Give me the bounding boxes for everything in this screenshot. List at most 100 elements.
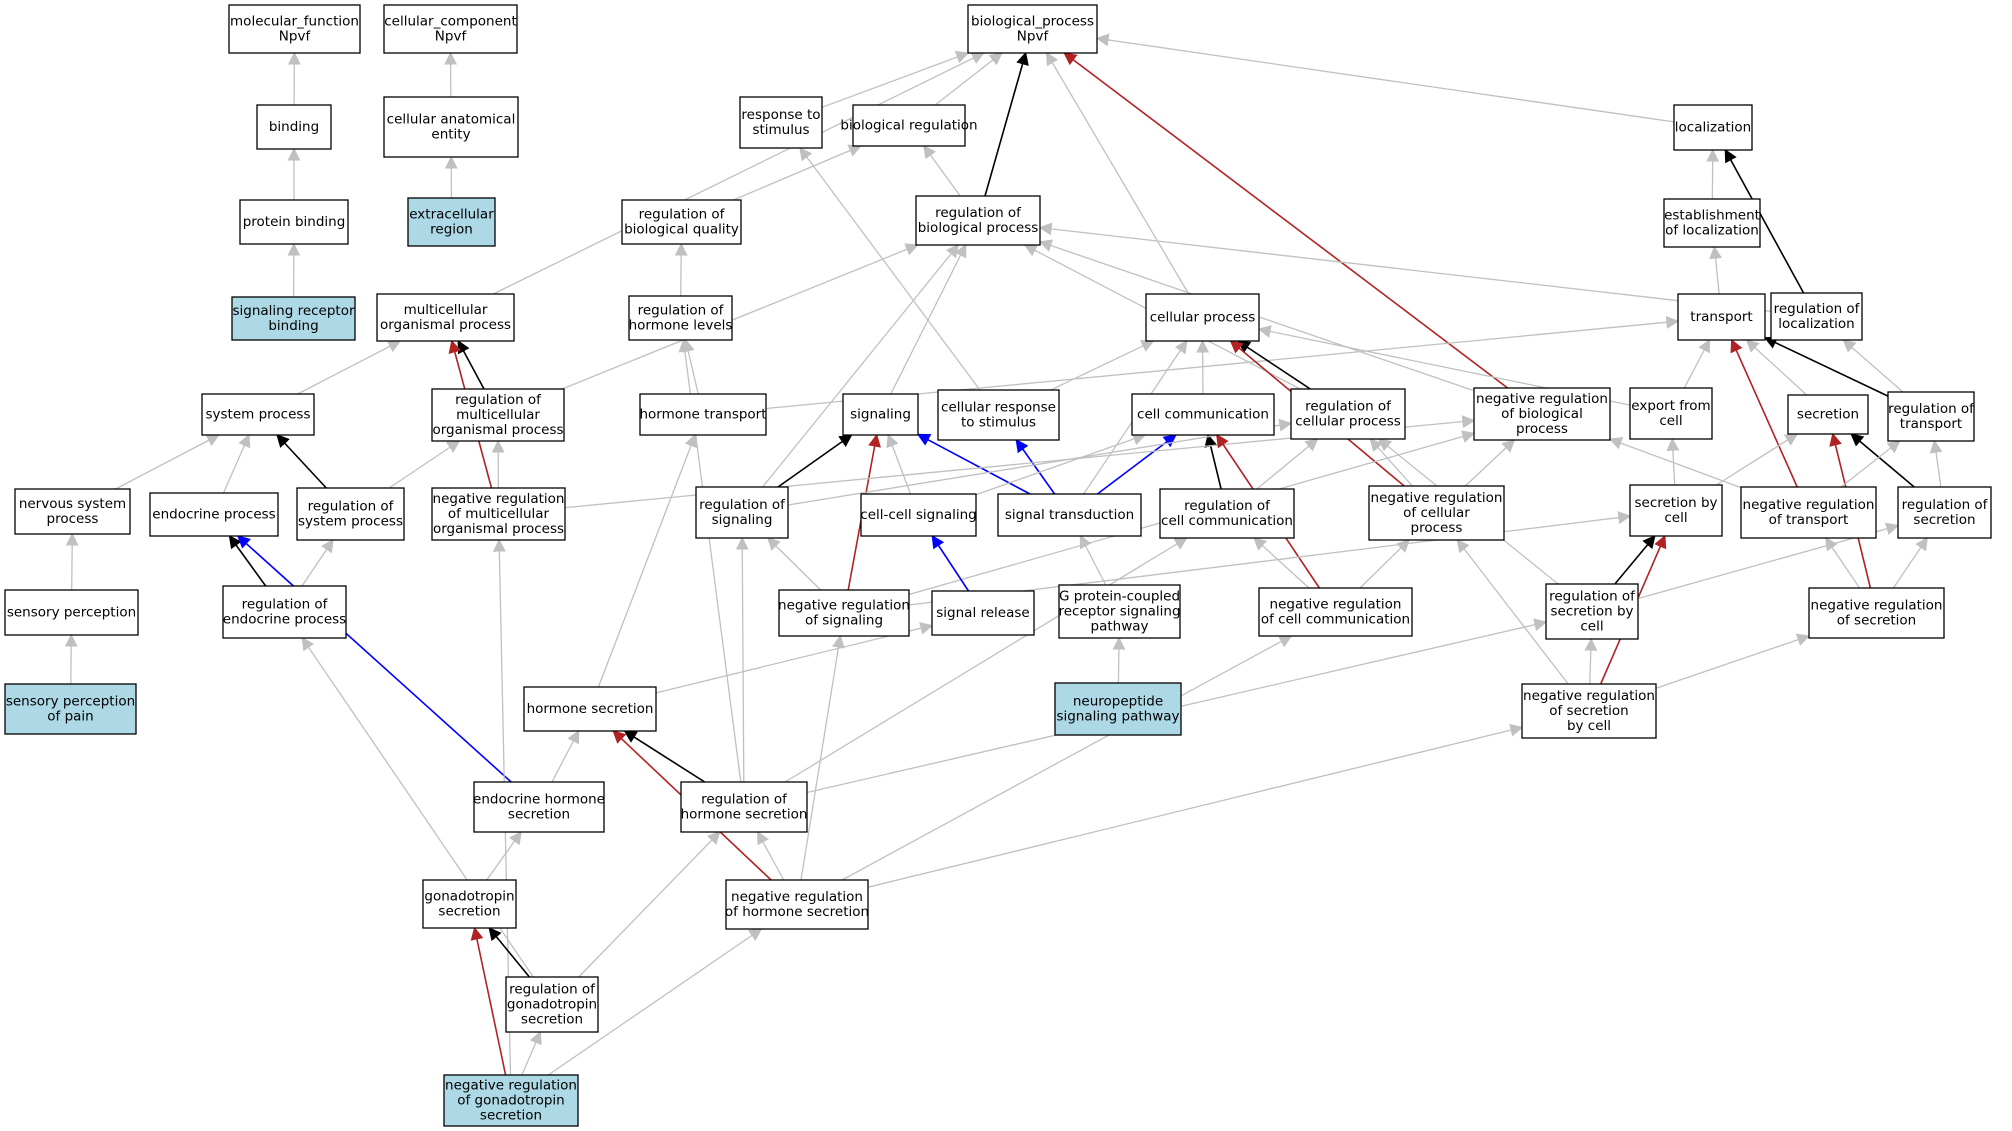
edge-st-to-cc2 xyxy=(1096,434,1177,495)
node-box-cp xyxy=(1145,293,1260,342)
node-transport[interactable]: transport xyxy=(1677,293,1766,341)
node-sig[interactable]: signaling xyxy=(842,393,919,436)
node-label-line: pathway xyxy=(1091,619,1149,635)
node-label-line: cellular process xyxy=(1150,310,1256,326)
node-hs[interactable]: hormone secretion xyxy=(523,686,657,732)
node-box-rol xyxy=(1770,292,1863,341)
node-label-line: binding xyxy=(269,119,319,135)
node-endo[interactable]: endocrine process xyxy=(149,492,279,537)
node-loc[interactable]: localization xyxy=(1673,104,1753,151)
node-st[interactable]: signal transduction xyxy=(997,493,1142,537)
node-label-line: by cell xyxy=(1567,718,1611,734)
node-label-line: signaling pathway xyxy=(1056,709,1179,725)
node-box-binding xyxy=(256,104,332,150)
node-label-line: negative regulation xyxy=(731,889,863,905)
node-ht[interactable]: hormone transport xyxy=(639,393,767,436)
node-box-pb xyxy=(239,199,349,245)
node-label-line: regulation of xyxy=(1549,589,1636,605)
node-box-cae xyxy=(383,96,519,158)
edge-bioreg-to-bp xyxy=(934,52,1003,106)
node-sysp[interactable]: system process xyxy=(201,393,315,436)
edge-rhl-to-rbq xyxy=(674,242,688,297)
node-bioreg[interactable]: biological regulation xyxy=(840,104,978,147)
node-label-line: receptor signaling xyxy=(1058,604,1180,620)
node-senp[interactable]: sensory perception xyxy=(4,589,139,636)
node-label-line: transport xyxy=(1900,416,1962,432)
edge-rbq-to-bioreg xyxy=(733,144,862,201)
node-box-nsp2 xyxy=(1054,682,1182,736)
edge-rgs-to-rhs xyxy=(578,831,721,978)
node-label-line: regulation of xyxy=(455,392,542,408)
node-pb[interactable]: protein binding xyxy=(239,199,349,245)
edges-layer xyxy=(64,33,1943,1076)
node-label-line: regulation of xyxy=(1184,498,1271,514)
node-box-rsec xyxy=(1897,486,1992,539)
node-label-line: cellular_component xyxy=(384,14,516,30)
edge-endo-to-sysp xyxy=(222,433,251,494)
node-label-line: extracellular xyxy=(409,207,494,223)
edge-gs-to-ehs xyxy=(486,830,522,881)
node-box-rsbc xyxy=(1545,583,1639,640)
node-box-nrmop xyxy=(431,487,566,541)
node-sec[interactable]: secretion xyxy=(1787,394,1869,435)
node-ccs[interactable]: cell-cell signaling xyxy=(860,493,977,537)
edge-rep-to-endo xyxy=(228,534,267,587)
edge-ros-to-sig xyxy=(777,434,853,488)
node-label-line: secretion xyxy=(521,1012,583,1028)
node-binding[interactable]: binding xyxy=(256,104,332,150)
node-label-line: process xyxy=(47,511,99,527)
node-sr[interactable]: signal release xyxy=(931,590,1035,636)
edge-nsp-to-sysp xyxy=(115,434,220,490)
node-cp[interactable]: cellular process xyxy=(1145,293,1260,342)
edge-nrcp-to-nrbp xyxy=(1464,439,1516,487)
edge-ccs-to-sig xyxy=(886,433,912,495)
edge-nrcc-to-rcc xyxy=(1253,537,1310,589)
node-box-rts xyxy=(739,96,823,149)
node-cc2[interactable]: cell communication xyxy=(1131,393,1275,436)
node-box-sr xyxy=(931,590,1035,636)
